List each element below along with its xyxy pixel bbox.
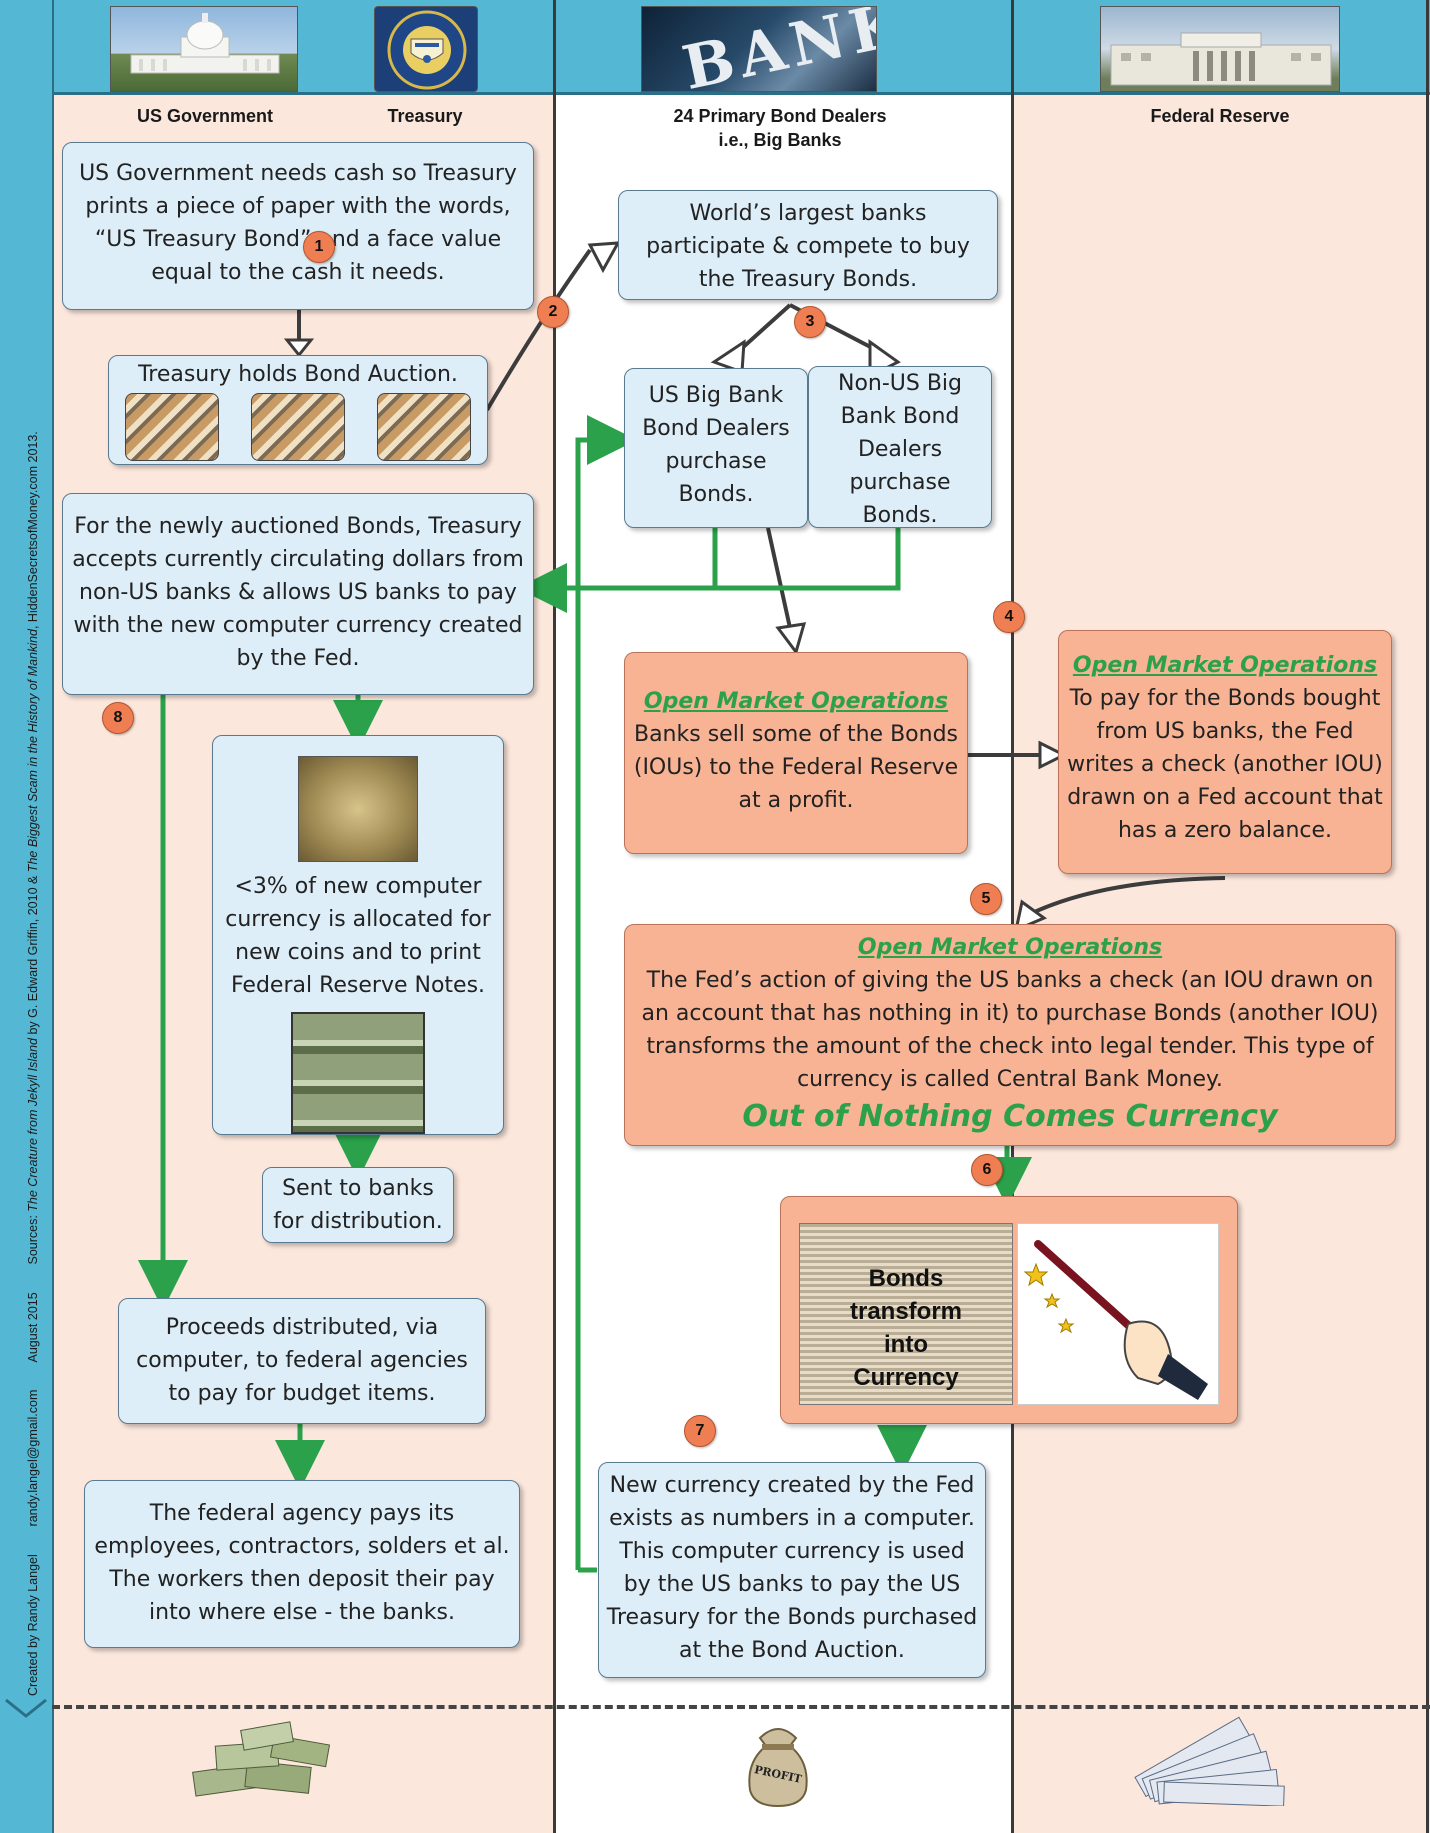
green-arrows [138, 415, 1032, 1573]
lane-label-us-government: US Government [136, 106, 274, 126]
bonds-transform-label: Bonds transform into Currency [849, 1265, 963, 1391]
step-badge-7: 7 [684, 1415, 716, 1447]
step-badge-1: 1 [303, 231, 335, 263]
new-currency-box: New currency created by the Fed exists a… [598, 1462, 986, 1678]
omo-banks-sell-text: Banks sell some of the Bonds (IOUs) to t… [633, 722, 959, 813]
capitol-building-image [110, 6, 298, 92]
fanned-bonds-image [1130, 1716, 1292, 1806]
step-badge-4: 4 [993, 601, 1025, 633]
bond-auction-box: Treasury holds Bond Auction. [108, 355, 488, 465]
omo-transform-text: The Fed’s action of giving the US banks … [641, 968, 1379, 1092]
us-big-bank-dealers-box: US Big Bank Bond Dealers purchase Bonds. [624, 368, 808, 528]
worlds-largest-banks-box: World’s largest banks participate & comp… [618, 190, 998, 300]
side-band [0, 0, 54, 1833]
cash-stacks-image [186, 1718, 342, 1804]
omo-title: Open Market Operations [643, 689, 949, 714]
column-divider [553, 0, 556, 1833]
omo-title: Open Market Operations [857, 935, 1163, 960]
bond-stack-image [251, 393, 345, 461]
bond-images-row [117, 393, 479, 461]
step-badge-3: 3 [794, 306, 826, 338]
dealers-label-line1: 24 Primary Bond Dealers [673, 106, 887, 126]
dollar-bills-image [291, 1012, 425, 1134]
column-divider [1426, 0, 1429, 1833]
omo-fed-pays-box: Open Market Operations To pay for the Bo… [1058, 630, 1392, 874]
treasury-seal-image [374, 6, 478, 92]
omo-banks-sell-box: Open Market Operations Banks sell some o… [624, 652, 968, 854]
coin-image [298, 756, 418, 862]
bank-sign-image: BANK [641, 6, 877, 92]
omo-transform-box: Open Market Operations The Fed’s action … [624, 924, 1396, 1146]
agency-pays-box: The federal agency pays its employees, c… [84, 1480, 520, 1648]
bonds-stack-image: Bonds transform into Currency [799, 1223, 1013, 1405]
omo-title: Open Market Operations [1072, 653, 1378, 678]
column-divider [1011, 0, 1014, 1833]
dealers-label-line2: i.e., Big Banks [718, 130, 842, 150]
step-badge-6: 6 [971, 1154, 1003, 1186]
step-badge-2: 2 [537, 296, 569, 328]
non-us-big-bank-dealers-box: Non-US Big Bank Bond Dealers purchase Bo… [808, 366, 992, 528]
sent-to-banks-box: Sent to banks for distribution. [262, 1167, 454, 1243]
profit-bag-image: PROFIT [738, 1718, 818, 1808]
lane-label-dealers: 24 Primary Bond Dealers i.e., Big Banks [600, 104, 960, 152]
step-badge-8: 8 [102, 702, 134, 734]
gray-arrows [297, 248, 1226, 917]
proceeds-box: Proceeds distributed, via computer, to f… [118, 1298, 486, 1424]
step-badge-5: 5 [970, 883, 1002, 915]
treasury-accepts-box: For the newly auctioned Bonds, Treasury … [62, 493, 534, 695]
bond-stack-image [377, 393, 471, 461]
lane-label-treasury: Treasury [387, 106, 463, 126]
omo-fed-pays-text: To pay for the Bonds bought from US bank… [1067, 686, 1383, 843]
allocation-box: <3% of new computer currency is allocate… [212, 735, 504, 1135]
federal-reserve-building-image [1100, 6, 1340, 92]
header-divider [52, 92, 1430, 95]
allocation-text: <3% of new computer currency is allocate… [225, 874, 491, 998]
bond-stack-image [125, 393, 219, 461]
lane-label-federal-reserve: Federal Reserve [1150, 106, 1290, 126]
treasury-needs-cash-box: US Government needs cash so Treasury pri… [62, 142, 534, 310]
magic-wand-image [1017, 1223, 1219, 1405]
out-of-nothing-slogan: Out of Nothing Comes Currency [742, 1099, 1278, 1134]
bond-auction-label: Treasury holds Bond Auction. [138, 362, 458, 387]
bonds-transform-box: Bonds transform into Currency [780, 1196, 1238, 1424]
footer-divider [52, 1705, 1430, 1709]
